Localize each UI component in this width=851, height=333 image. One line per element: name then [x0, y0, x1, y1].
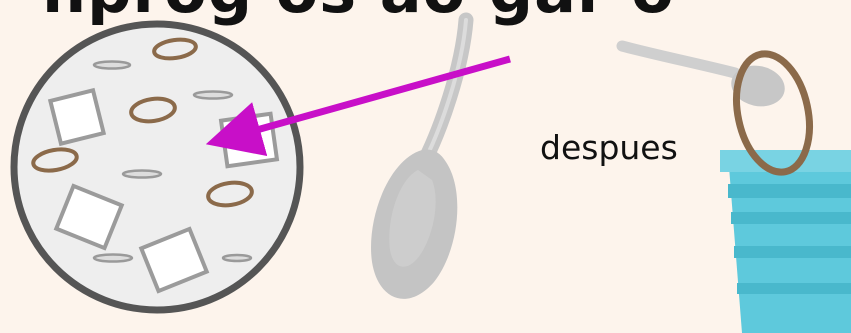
ring-particle-edge — [123, 171, 161, 178]
square-particle — [50, 90, 103, 143]
plastic-cup-icon — [720, 150, 851, 333]
spoon-icon — [371, 20, 466, 299]
after-label: despues — [540, 128, 678, 167]
pointer-arrow — [253, 59, 510, 131]
ring-particle-edge — [194, 92, 232, 99]
square-particle — [221, 114, 277, 167]
magnified-view — [14, 24, 300, 310]
ring-particle-edge — [94, 255, 132, 262]
ring-particle-edge — [223, 255, 251, 261]
ring-particle-edge — [94, 62, 130, 69]
